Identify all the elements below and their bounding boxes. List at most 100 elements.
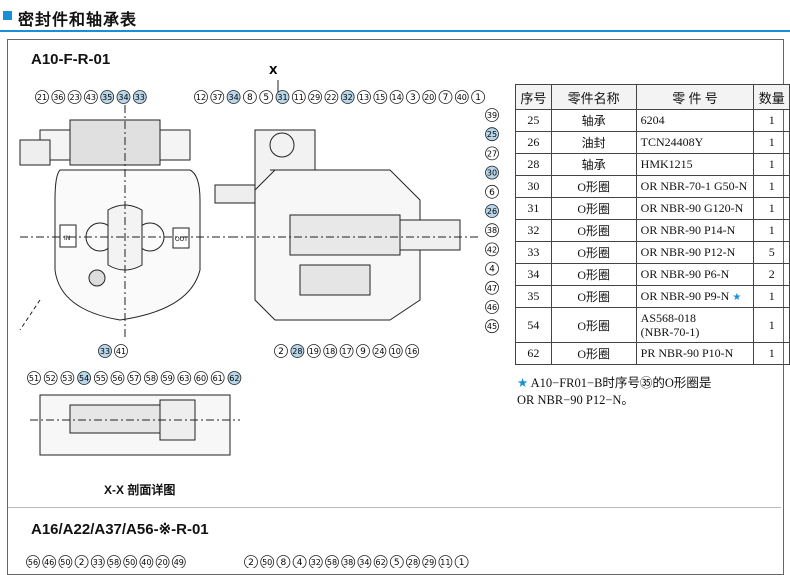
view-x-label: X — [269, 64, 278, 77]
callout-circle — [485, 280, 499, 295]
section-header: 密封件和轴承表 — [0, 0, 790, 32]
callout-number: 29 — [424, 558, 434, 567]
callout-number: 51 — [29, 374, 39, 383]
callout-circle — [77, 371, 91, 385]
callout-circle — [227, 371, 242, 385]
callout-circle — [291, 90, 306, 104]
callout-circle — [27, 371, 41, 385]
callout-number: 52 — [46, 374, 56, 383]
callout-circle — [160, 371, 175, 385]
callout-number: 40 — [457, 93, 467, 102]
callout-circle — [373, 90, 388, 104]
callout-number: 59 — [163, 374, 173, 383]
pump-side-view — [19, 105, 230, 340]
callout-circle — [340, 90, 355, 104]
callout-circle — [438, 90, 453, 104]
callout-number: 57 — [129, 374, 139, 383]
row-qty: 1 — [753, 175, 790, 198]
callout-circle — [143, 371, 158, 385]
callout-number: 38 — [487, 226, 497, 235]
row-qty: 1 — [753, 342, 790, 365]
callout-number: 19 — [309, 347, 319, 356]
callout-circle — [373, 555, 388, 568]
callout-number: 39 — [487, 111, 497, 120]
callout-circle — [155, 555, 170, 568]
callout-circle — [100, 90, 115, 104]
callout-number: 21 — [37, 93, 47, 102]
callout-number: 60 — [196, 374, 206, 383]
callout-circle — [107, 555, 121, 568]
row-no: 30 — [515, 175, 552, 198]
callout-number: 25 — [487, 130, 497, 139]
callout-circle — [259, 90, 274, 104]
callout-number: 53 — [62, 374, 72, 383]
callout-number: 35 — [102, 93, 112, 102]
callout-circle — [35, 90, 49, 104]
callout-number: 17 — [342, 347, 352, 356]
callout-circle — [406, 555, 420, 568]
callout-circle — [260, 555, 275, 568]
row-qty: 1 — [753, 219, 790, 242]
callout-number: 56 — [28, 558, 38, 567]
pump-section-view — [214, 80, 480, 321]
callout-number: 58 — [109, 558, 119, 567]
callout-circle — [194, 371, 208, 385]
callout-circle — [98, 344, 112, 358]
callout-circle — [308, 555, 323, 568]
row-part: OR NBR-90 P6-N — [635, 263, 755, 286]
row-no: 28 — [515, 153, 552, 176]
callout-number: 2 — [79, 558, 85, 568]
callout-circle — [339, 344, 354, 358]
callout-circle — [58, 555, 73, 568]
star-icon: ★ — [732, 292, 742, 303]
callout-circle — [356, 344, 370, 358]
callout-number: 33 — [93, 558, 103, 567]
row-name: O形圈 — [550, 342, 637, 365]
callout-circle — [324, 90, 339, 104]
callout-number: 10 — [391, 347, 401, 356]
callout-circle — [357, 555, 372, 568]
callout-number: 56 — [112, 374, 122, 383]
callout-number: 1 — [475, 93, 481, 103]
callout-number: 22 — [326, 93, 336, 102]
row-part: AS568-018(NBR-70-1) — [635, 307, 755, 343]
callout-circle — [127, 371, 142, 385]
page-title: 密封件和轴承表 — [18, 10, 138, 29]
callout-circle — [323, 344, 338, 358]
callout-number: 40 — [141, 558, 151, 567]
callout-number: 23 — [70, 93, 80, 102]
callout-number: 31 — [277, 93, 287, 102]
col-qty: 数量 — [753, 84, 790, 110]
callout-number: 8 — [247, 93, 253, 103]
callout-number: 14 — [392, 93, 402, 102]
callout-number: 55 — [96, 374, 106, 383]
callout-number: 58 — [146, 374, 156, 383]
col-part: 零 件 号 — [635, 84, 755, 110]
callout-circle — [171, 555, 186, 568]
callout-number: 34 — [359, 558, 369, 567]
callout-circle — [454, 90, 469, 104]
callout-circle — [405, 344, 420, 358]
callout-number: 32 — [343, 93, 353, 102]
row-no: 32 — [515, 219, 552, 242]
row-name: 轴承 — [550, 153, 637, 176]
callout-number: 58 — [327, 558, 337, 567]
header-rule — [0, 30, 790, 32]
callout-circle — [357, 90, 371, 104]
row-part-text: OR NBR-90 P9-N — [640, 289, 730, 303]
callout-circle — [110, 371, 125, 385]
callout-number: 6 — [489, 188, 495, 198]
callout-circle — [114, 344, 128, 358]
callout-number: 28 — [292, 347, 302, 356]
row-qty: 1 — [753, 153, 790, 176]
